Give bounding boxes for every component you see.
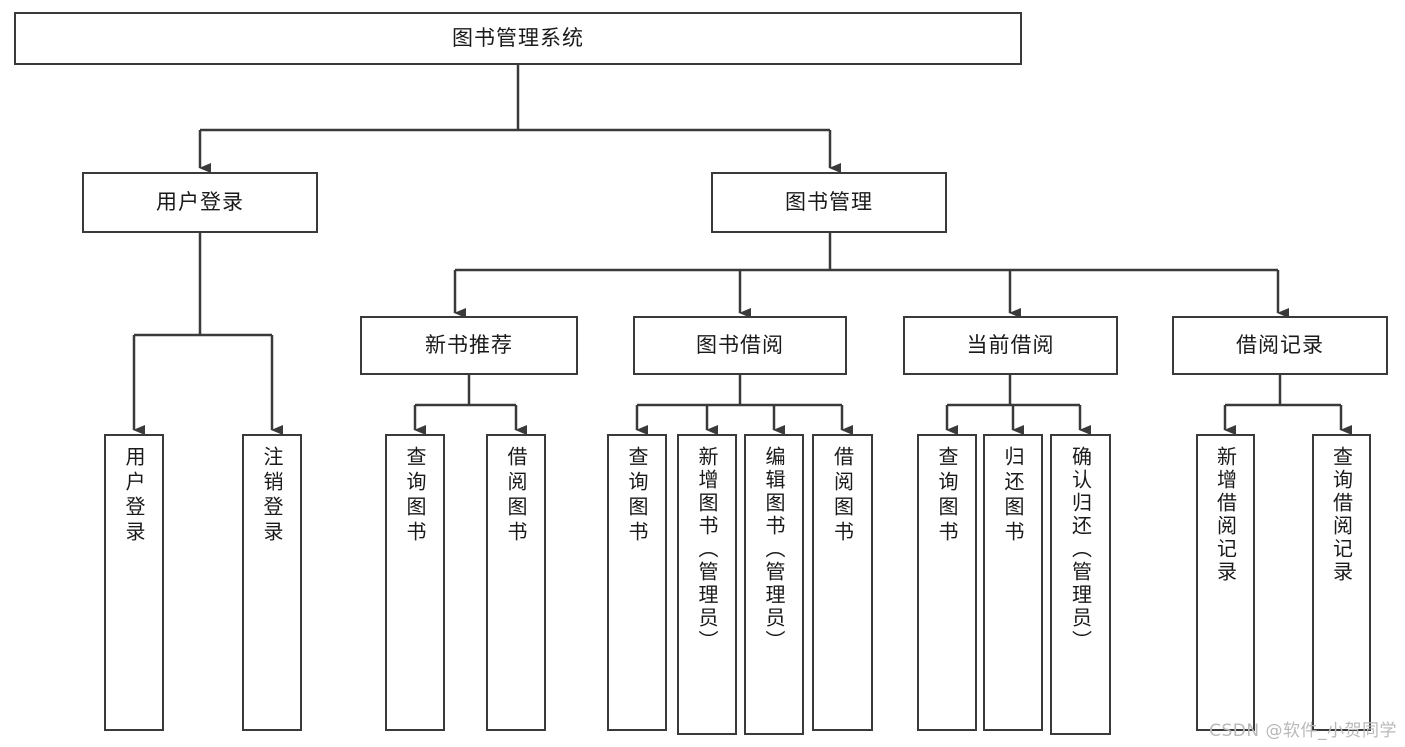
node-label: 借阅记录 [1236,332,1324,357]
node-label: 确认归还（管理员） [1068,446,1093,653]
node-borrow-record[interactable]: 借阅记录 [1172,316,1388,375]
node-label: 借阅图书 [830,446,855,546]
node-label: 查询图书 [935,446,959,546]
node-label: 新书推荐 [425,332,513,357]
node-label: 用户登录 [156,189,244,214]
node-label: 新增借阅记录 [1213,446,1238,584]
node-leaf-query-record[interactable]: 查询借阅记录 [1312,434,1371,731]
node-leaf-confirm-return[interactable]: 确认归还（管理员） [1050,434,1111,735]
node-label: 查询借阅记录 [1329,446,1354,584]
node-leaf-borrow-book-1[interactable]: 借阅图书 [486,434,546,731]
node-label: 归还图书 [1001,446,1025,546]
node-leaf-logout-login[interactable]: 注销登录 [242,434,302,731]
node-leaf-user-login[interactable]: 用户登录 [104,434,164,731]
node-label: 注销登录 [260,446,284,546]
node-label: 编辑图书（管理员） [762,446,786,653]
node-book-management[interactable]: 图书管理 [711,172,947,233]
node-label: 查询图书 [403,446,427,546]
node-leaf-return-book[interactable]: 归还图书 [983,434,1043,731]
node-leaf-query-book-2[interactable]: 查询图书 [607,434,667,731]
node-user-login[interactable]: 用户登录 [82,172,318,233]
node-leaf-add-record[interactable]: 新增借阅记录 [1196,434,1255,731]
node-label: 图书管理 [785,189,873,214]
node-current-borrow[interactable]: 当前借阅 [903,316,1118,375]
node-leaf-query-book-3[interactable]: 查询图书 [917,434,977,731]
node-leaf-borrow-book-2[interactable]: 借阅图书 [812,434,873,731]
node-leaf-edit-book[interactable]: 编辑图书（管理员） [744,434,804,735]
node-book-management-system[interactable]: 图书管理系统 [14,12,1022,65]
node-label: 新增图书（管理员） [695,446,719,653]
node-label: 用户登录 [122,446,146,546]
node-leaf-add-book[interactable]: 新增图书（管理员） [677,434,737,735]
node-label: 图书借阅 [696,332,784,357]
node-leaf-query-book-1[interactable]: 查询图书 [385,434,445,731]
csdn-watermark: CSDN @软件_小贺同学 [1209,721,1397,741]
node-label: 当前借阅 [966,332,1055,357]
node-label: 借阅图书 [504,446,528,546]
node-label: 查询图书 [625,446,649,546]
node-book-borrow[interactable]: 图书借阅 [633,316,847,375]
node-label: 图书管理系统 [452,25,584,50]
node-new-book-recommend[interactable]: 新书推荐 [360,316,578,375]
